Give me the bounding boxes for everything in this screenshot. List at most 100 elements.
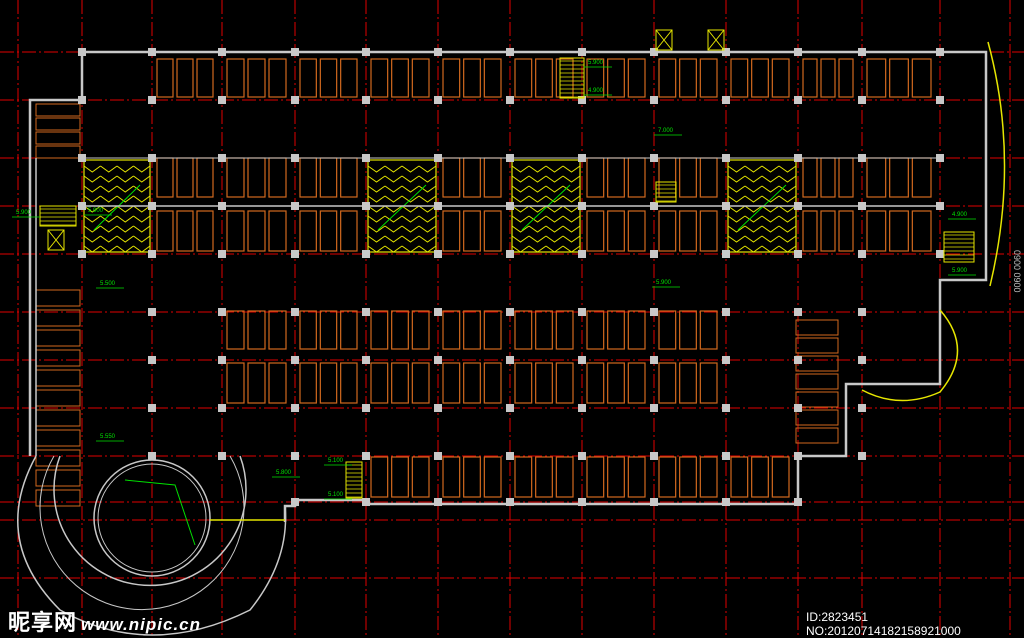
structural-column — [362, 308, 370, 316]
ramp-chevrons — [133, 165, 151, 253]
parking-stall — [699, 157, 718, 198]
parking-stall — [35, 429, 81, 447]
parking-stall — [751, 456, 769, 498]
parking-stall — [35, 369, 81, 387]
structural-column — [794, 452, 802, 460]
structural-column — [434, 308, 442, 316]
ramp-chevrons — [418, 165, 437, 253]
parking-stall — [442, 310, 461, 350]
structural-column — [291, 96, 299, 104]
parking-stall — [156, 210, 174, 252]
parking-stall — [299, 157, 317, 198]
structural-column — [722, 404, 730, 412]
structural-column — [578, 250, 586, 258]
structural-column — [506, 250, 514, 258]
parking-stall — [319, 362, 338, 404]
structural-column — [218, 154, 226, 162]
structural-column — [794, 404, 802, 412]
parking-stall — [555, 362, 574, 404]
ramp-chevrons — [401, 165, 420, 253]
parking-stall — [35, 117, 81, 131]
structural-column — [722, 308, 730, 316]
elevation-label: 5.900 — [656, 280, 672, 286]
structural-column — [506, 154, 514, 162]
structural-column — [578, 154, 586, 162]
parking-stall — [627, 157, 646, 198]
parking-stall — [176, 58, 194, 98]
parking-stall — [319, 157, 338, 198]
structural-column — [858, 404, 866, 412]
parking-stall — [340, 310, 358, 350]
parking-stall — [319, 310, 338, 350]
structural-column — [506, 404, 514, 412]
parking-stall — [607, 157, 625, 198]
structural-column — [794, 498, 802, 506]
elevator-cross — [707, 29, 725, 51]
stair — [345, 461, 363, 499]
parking-stall — [483, 456, 502, 498]
parking-stall — [35, 145, 81, 159]
structural-column — [434, 96, 442, 104]
parking-stall — [607, 310, 625, 350]
side-dimension-label: 0900 0900 — [1012, 250, 1022, 293]
structural-column — [794, 308, 802, 316]
structural-column — [78, 154, 86, 162]
structural-column — [650, 202, 658, 210]
parking-stall — [889, 58, 909, 98]
parking-stall — [176, 157, 194, 198]
parking-stall — [795, 319, 839, 336]
parking-stall — [411, 362, 430, 404]
outer-curved-wall — [17, 455, 287, 636]
structural-column — [650, 308, 658, 316]
ramp-chevrons — [744, 165, 763, 253]
structural-column — [291, 154, 299, 162]
structural-column — [794, 154, 802, 162]
parking-stall — [35, 469, 81, 487]
structural-column — [506, 452, 514, 460]
parking-stall — [795, 391, 839, 408]
curved-ramp-wall — [39, 455, 245, 610]
parking-stall — [391, 362, 409, 404]
structural-column — [794, 48, 802, 56]
circular-ramp — [97, 463, 207, 573]
structural-column — [148, 452, 156, 460]
curved-ramp-wall — [53, 455, 247, 587]
structural-column — [291, 308, 299, 316]
elevation-label: 5.900 — [952, 268, 968, 274]
structural-column — [291, 202, 299, 210]
parking-stall — [391, 310, 409, 350]
parking-stall — [463, 456, 481, 498]
parking-stall — [627, 362, 646, 404]
parking-stall — [299, 310, 317, 350]
parking-stall — [35, 131, 81, 145]
structural-column — [578, 48, 586, 56]
structural-column — [218, 48, 226, 56]
structural-column — [506, 356, 514, 364]
parking-stall — [679, 210, 697, 252]
structural-column — [578, 96, 586, 104]
watermark-brand: 昵享网 — [8, 610, 78, 635]
parking-stall — [679, 362, 697, 404]
structural-column — [148, 356, 156, 364]
parking-stall — [483, 362, 502, 404]
structural-column — [650, 96, 658, 104]
stair-treads — [656, 184, 676, 202]
parking-stall — [699, 456, 718, 498]
structural-column — [578, 308, 586, 316]
ramp-chevrons — [727, 165, 746, 253]
watermark-url: www.nipic.cn — [81, 615, 202, 634]
structural-column — [936, 96, 944, 104]
structural-column — [362, 404, 370, 412]
parking-stall — [319, 58, 338, 98]
parking-stall — [535, 310, 553, 350]
parking-stall — [838, 58, 854, 98]
parking-stall — [866, 58, 887, 98]
structural-column — [362, 498, 370, 506]
parking-stall — [340, 362, 358, 404]
structural-column — [936, 202, 944, 210]
parking-stall — [911, 157, 932, 198]
structural-column — [434, 48, 442, 56]
structural-column — [722, 452, 730, 460]
ramp-chevrons — [778, 165, 797, 253]
parking-stall — [463, 58, 481, 98]
